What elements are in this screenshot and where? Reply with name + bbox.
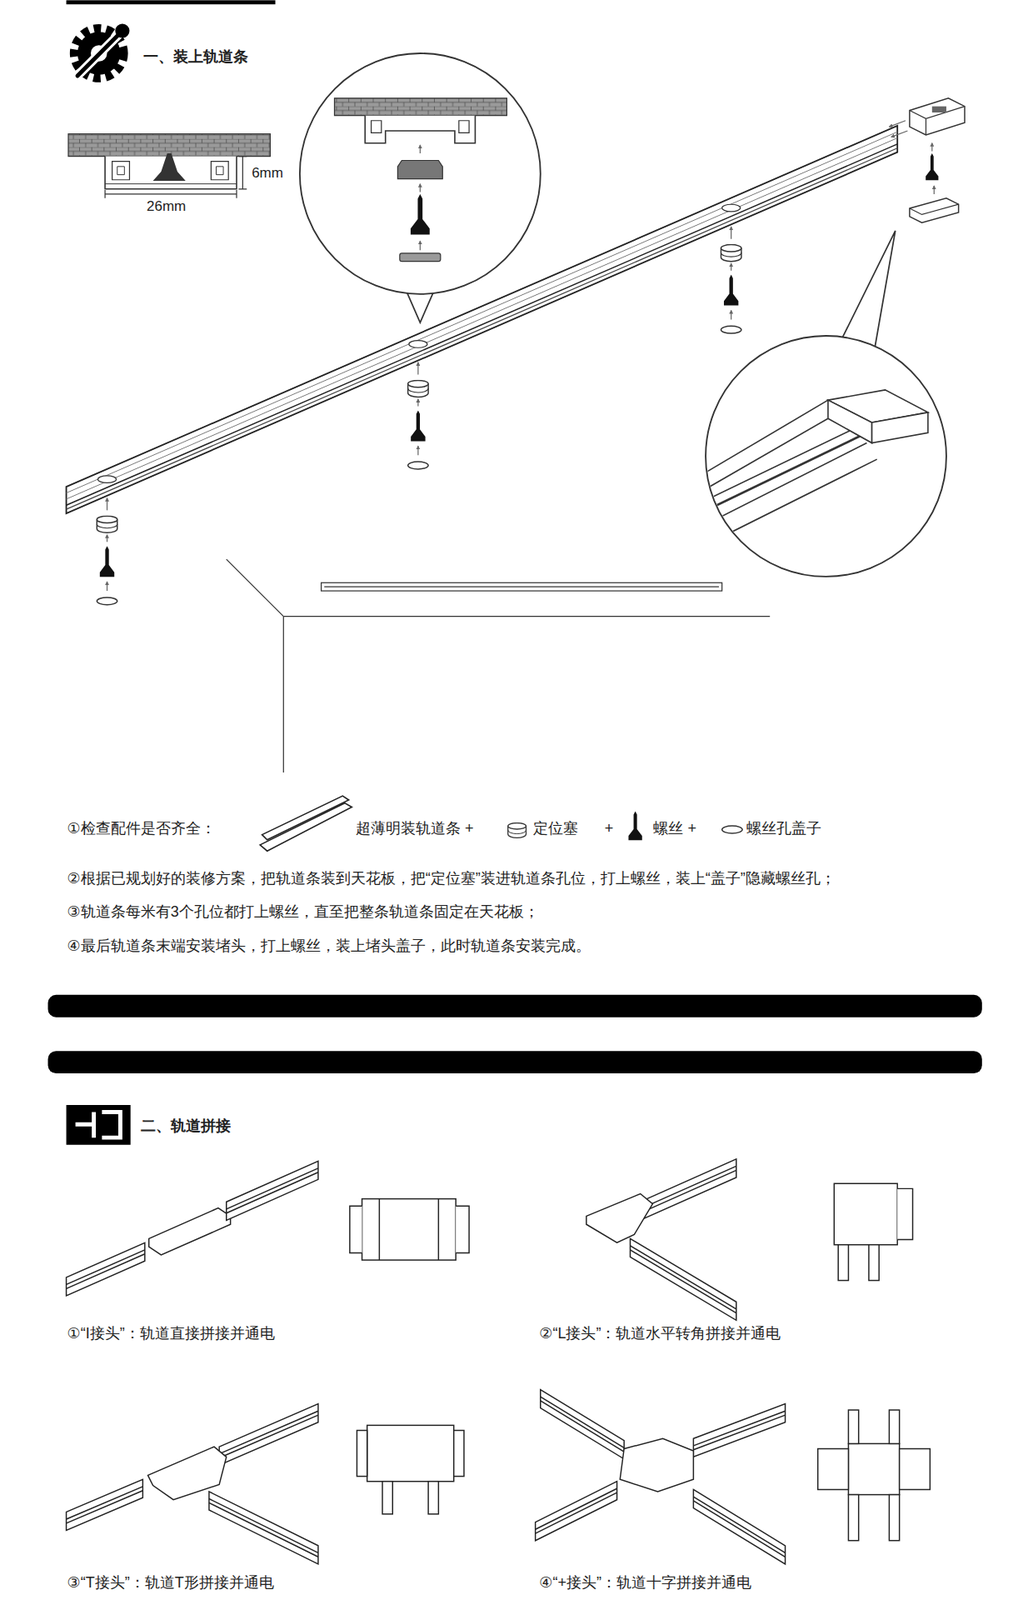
dimension-label: 6mm	[250, 164, 285, 182]
cross-joint	[535, 1389, 931, 1564]
section-heading: 二、轨道拼接	[139, 1117, 232, 1136]
step-text: ②根据已规划好的装修方案，把轨道条装到天花板，把“定位塞”装进轨道条孔位，打上螺…	[66, 869, 837, 889]
joint-icon	[66, 1104, 131, 1145]
section-heading: 一、装上轨道条	[142, 48, 250, 67]
part-name: 超薄明装轨道条 +	[354, 819, 475, 839]
dimension-label: 26mm	[145, 198, 187, 215]
parts-icons	[259, 795, 352, 851]
joint-caption: ①“I接头”：轨道直接拼接并通电	[66, 1324, 276, 1343]
joint-caption: ③“T接头”：轨道T形拼接并通电	[66, 1573, 275, 1592]
joint-caption: ②“L接头”：轨道水平转角拼接并通电	[538, 1324, 782, 1343]
end-detail	[693, 230, 947, 577]
tools-icon	[74, 23, 130, 78]
end-cap-parts	[888, 98, 965, 223]
part-name: 定位塞	[532, 819, 579, 839]
step-text: ④最后轨道条末端安装堵头，打上螺丝，装上堵头盖子，此时轨道条安装完成。	[66, 937, 592, 956]
step-text: ③轨道条每米有3个孔位都打上螺丝，直至把整条轨道条固定在天花板；	[66, 903, 540, 922]
step-text: ①检查配件是否齐全：	[66, 819, 217, 839]
l-joint	[586, 1158, 914, 1320]
track-cross-section	[68, 134, 270, 199]
magnifier-detail	[299, 53, 541, 323]
plus-sign: +	[603, 819, 615, 839]
t-joint	[66, 1403, 465, 1564]
joint-caption: ④“+接头”：轨道十字拼接并通电	[538, 1573, 753, 1592]
i-joint	[66, 1160, 470, 1296]
part-name: 螺丝 +	[652, 819, 698, 839]
part-name: 螺丝孔盖子	[745, 819, 823, 839]
room-corner	[226, 558, 770, 773]
